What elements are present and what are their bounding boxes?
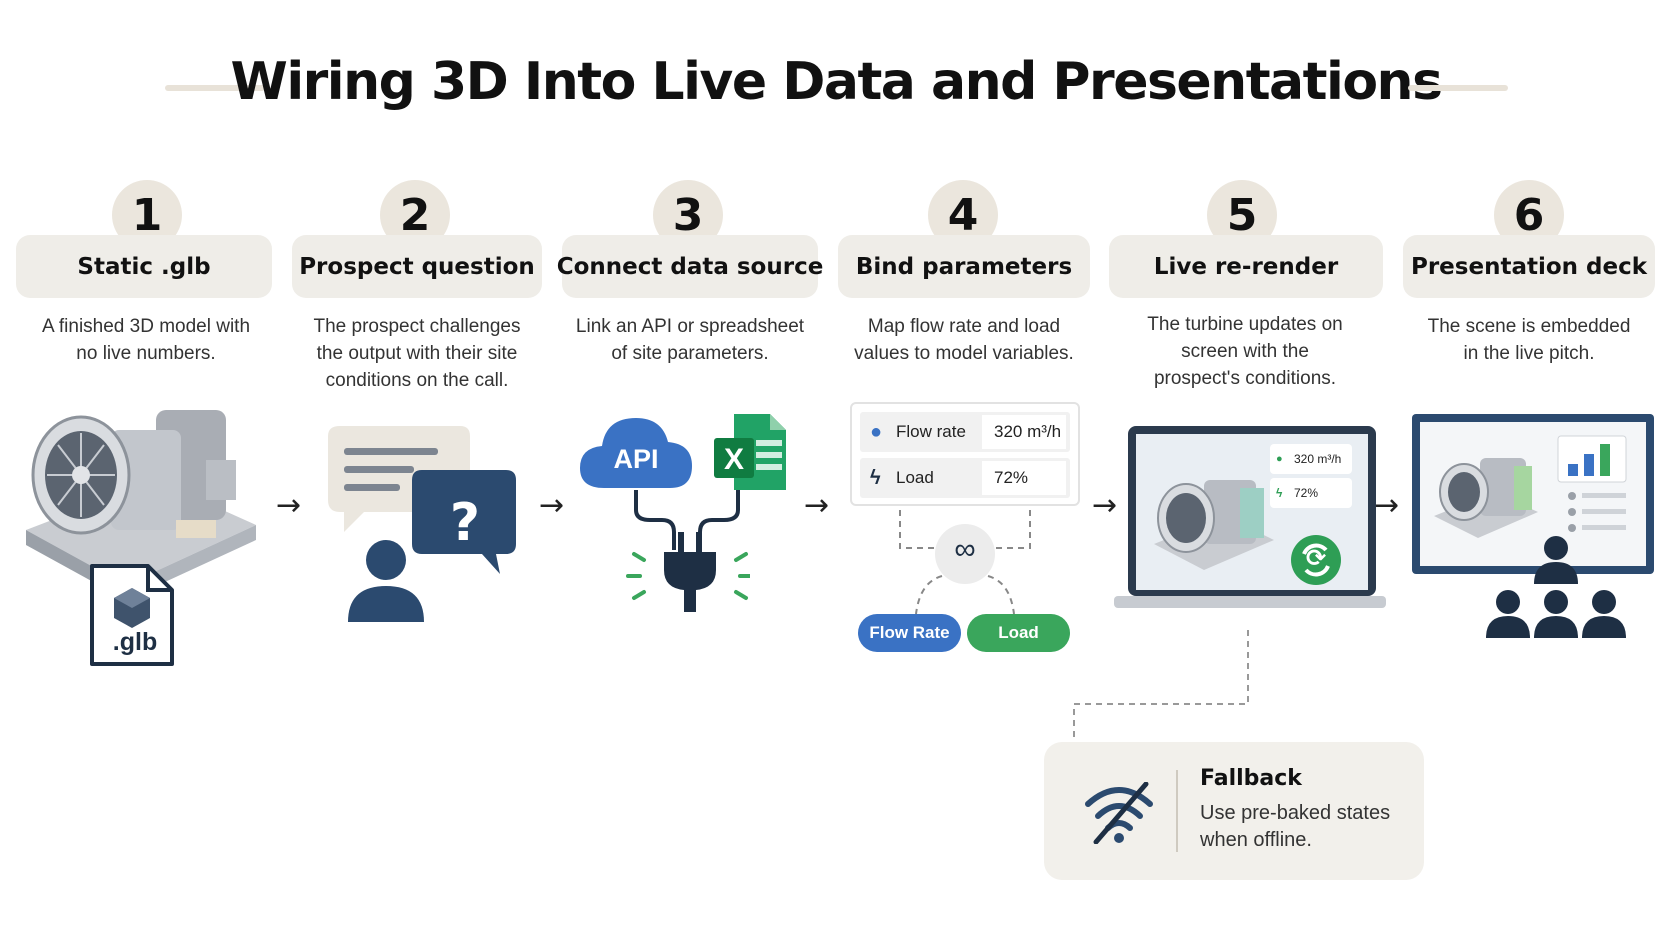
step-description: The prospect challenges the output with …: [313, 316, 521, 391]
step-label: Presentation deck: [1403, 235, 1655, 298]
parameter-name: Load: [896, 468, 934, 487]
screen-flow-readout: 320 m³/h: [1294, 452, 1342, 466]
step-description: The turbine updates on screen with the p…: [1147, 314, 1343, 389]
wifi-off-icon: [1085, 782, 1153, 844]
arrow-right-icon: →: [1092, 488, 1118, 523]
spreadsheet-label: X: [723, 443, 744, 476]
step-label: Static .glb: [16, 235, 272, 298]
title-rule-left: [165, 85, 265, 91]
title-rule-right: [1408, 85, 1508, 91]
variable-pill-flow-rate: Flow Rate: [858, 614, 961, 652]
step-label: Bind parameters: [838, 235, 1090, 298]
lightning-icon: ϟ: [1276, 486, 1283, 500]
page-title: Wiring 3D Into Live Data and Presentatio…: [230, 52, 1443, 112]
link-icon: ∞: [954, 533, 976, 566]
fallback-title: Fallback: [1200, 766, 1302, 791]
screen-load-readout: 72%: [1294, 486, 1319, 500]
step-description: Link an API or spreadsheet of site param…: [575, 316, 805, 364]
refresh-icon: ⟳: [1305, 545, 1327, 572]
step-label: Connect data source: [557, 235, 823, 298]
title-bar: Wiring 3D Into Live Data and Presentatio…: [0, 48, 1672, 128]
water-drop-icon: ●: [1276, 453, 1283, 465]
arrow-right-icon: →: [539, 488, 565, 523]
parameter-name: Flow rate: [896, 422, 966, 441]
parameter-row-flow: ● Flow rate 320 m³/h: [860, 412, 1070, 452]
step-description: Map flow rate and load values to model v…: [854, 316, 1074, 364]
turbine-model-illustration: [26, 410, 256, 600]
presentation-deck-illustration: [1412, 414, 1654, 638]
lightning-icon: ϟ: [870, 466, 881, 489]
water-drop-icon: ●: [870, 420, 883, 443]
fallback-connector-line: [1073, 630, 1249, 740]
glb-file-icon: [90, 564, 174, 666]
parameter-row-load: ϟ Load 72%: [860, 458, 1070, 498]
fallback-divider: [1176, 770, 1178, 852]
parameter-value[interactable]: 72%: [982, 461, 1066, 495]
glb-file-label: .glb: [112, 628, 158, 656]
spreadsheet-icon: [714, 414, 786, 490]
fallback-text: Use pre-baked states when offline.: [1200, 802, 1391, 851]
step-label: Prospect question: [292, 235, 542, 298]
arrow-right-icon: →: [1374, 488, 1400, 523]
step-label: Live re-render: [1109, 235, 1383, 298]
question-mark-icon: ?: [450, 493, 480, 553]
plug-connector-icon: [626, 490, 750, 612]
parameter-value[interactable]: 320 m³/h: [982, 415, 1066, 449]
arrow-right-icon: →: [804, 488, 830, 523]
api-label: API: [613, 444, 659, 474]
step-description: The scene is embedded in the live pitch.: [1427, 316, 1631, 364]
api-cloud-icon: [580, 418, 692, 488]
laptop-live-render-illustration: [1114, 426, 1386, 608]
arrow-right-icon: →: [276, 488, 302, 523]
parameter-panel: ● Flow rate 320 m³/h ϟ Load 72%: [850, 402, 1080, 506]
binding-connector-lines: [899, 510, 1031, 615]
variable-pill-load: Load: [967, 614, 1070, 652]
step-description: A finished 3D model with no live numbers…: [41, 316, 251, 364]
fallback-card: Fallback Use pre-baked states when offli…: [1044, 742, 1424, 880]
prospect-question-illustration: ?: [328, 426, 516, 622]
